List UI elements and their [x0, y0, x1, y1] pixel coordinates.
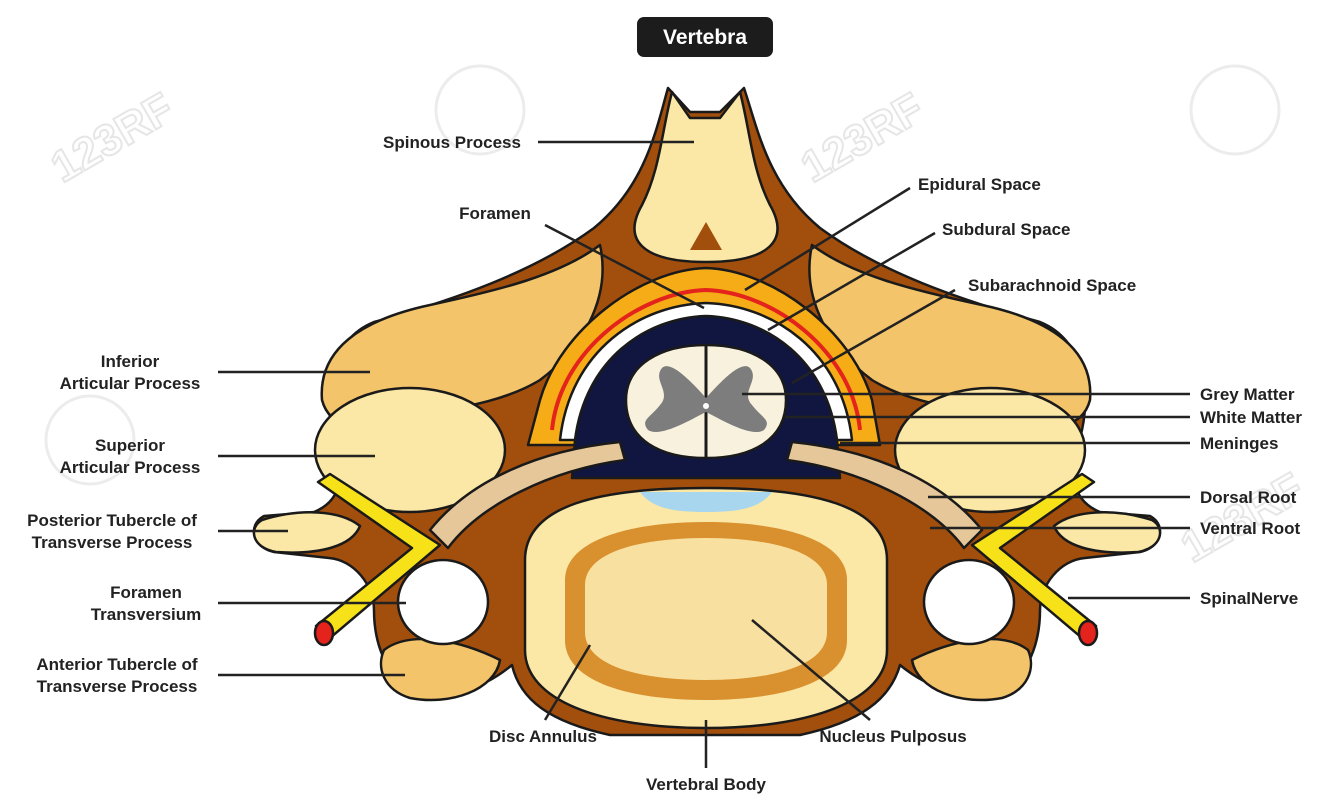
label-inferior-articular-line2: Articular Process: [60, 374, 201, 393]
label-foramen-transversium-line2: Transversium: [91, 605, 202, 624]
nerve-roots-left: [428, 440, 627, 550]
leader-lines: [218, 140, 1190, 768]
foramen-transversarium-left: [396, 558, 490, 646]
title-background: [637, 17, 773, 57]
label-inferior-articular-line1: Inferior: [101, 352, 160, 371]
label-ventral-root: Ventral Root: [1200, 519, 1300, 538]
label-subdural-space: Subdural Space: [942, 220, 1070, 239]
labels: Spinous Process Foramen Epidural Space S…: [27, 133, 1302, 794]
leader-disc-annulus: [543, 644, 592, 721]
spinous-process-notch: [690, 222, 722, 250]
watermark: 123RF: [793, 84, 932, 192]
watermark-emblem: [1189, 64, 1281, 156]
label-grey-matter: Grey Matter: [1200, 385, 1295, 404]
label-disc-annulus: Disc Annulus: [489, 727, 597, 746]
foramen-transversarium-right: [922, 558, 1016, 646]
epidural-vessels: [550, 288, 862, 431]
label-spinous-process: Spinous Process: [383, 133, 521, 152]
label-vertebral-body: Vertebral Body: [646, 775, 767, 794]
nerve-roots-right: [785, 440, 984, 550]
label-anterior-tubercle-line1: Anterior Tubercle of: [36, 655, 198, 674]
nucleus-pulposus: [585, 538, 827, 680]
central-canal: [703, 403, 709, 409]
spinal-nerve-cut-left: [313, 619, 335, 647]
label-nucleus-pulposus: Nucleus Pulposus: [819, 727, 966, 746]
label-white-matter: White Matter: [1200, 408, 1302, 427]
leader-subdural-space: [767, 231, 936, 332]
watermark-emblem: [434, 64, 526, 156]
posterior-tubercle-right: [1052, 511, 1162, 554]
label-foramen: Foramen: [459, 204, 531, 223]
leader-epidural-space: [744, 186, 911, 292]
superior-articular-facet-left: [313, 386, 507, 514]
title-text: Vertebra: [663, 26, 747, 49]
label-posterior-tubercle-line1: Posterior Tubercle of: [27, 511, 197, 530]
label-dorsal-root: Dorsal Root: [1200, 488, 1297, 507]
spinal-cord-grey-matter: [645, 366, 767, 433]
label-posterior-tubercle-line2: Transverse Process: [32, 533, 193, 552]
label-superior-articular-line1: Superior: [95, 436, 165, 455]
label-spinal-nerve: SpinalNerve: [1200, 589, 1298, 608]
watermark: 123RF: [1173, 464, 1312, 572]
watermark-emblem: [44, 394, 136, 486]
label-foramen-transversium-line1: Foramen: [110, 583, 182, 602]
label-epidural-space: Epidural Space: [918, 175, 1041, 194]
spinal-nerve-cut-right: [1077, 619, 1099, 647]
label-anterior-tubercle-line2: Transverse Process: [37, 677, 198, 696]
label-superior-articular-line2: Articular Process: [60, 458, 201, 477]
vertebra-illustration: [252, 86, 1162, 737]
title-badge: Vertebra: [637, 17, 773, 57]
label-meninges: Meninges: [1200, 434, 1278, 453]
leader-foramen: [544, 223, 705, 310]
leader-nucleus-pulposus: [751, 619, 871, 721]
label-subarachnoid-space: Subarachnoid Space: [968, 276, 1136, 295]
posterior-ligament: [640, 492, 772, 512]
spinous-process: [633, 90, 779, 264]
leader-subarachnoid-space: [791, 288, 956, 385]
watermark: 123RF: [43, 84, 182, 192]
posterior-tubercle-left: [252, 511, 362, 554]
superior-articular-facet-right: [893, 386, 1087, 514]
